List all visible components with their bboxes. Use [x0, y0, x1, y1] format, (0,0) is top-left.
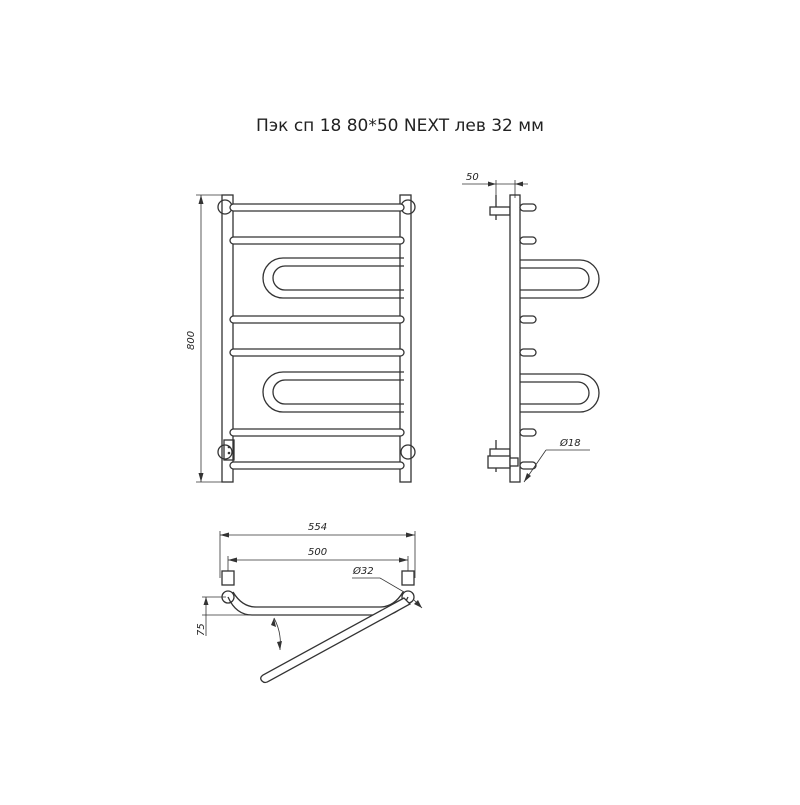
top-fitting-left	[221, 570, 235, 586]
u-loop-lower-inner	[272, 379, 404, 405]
side-view: 50 Ø18	[462, 172, 600, 483]
rung-5	[229, 428, 405, 437]
rung-6	[229, 461, 405, 470]
u-loop-upper-outer	[262, 257, 404, 299]
side-rung-1	[519, 203, 537, 212]
rung-2	[229, 236, 405, 245]
side-loop-lower-outer	[520, 373, 600, 413]
rung-3	[229, 315, 405, 324]
rung-4	[229, 348, 405, 357]
inlet-diameter-label: Ø32	[352, 565, 374, 577]
left-post	[221, 194, 234, 483]
side-rung-2	[519, 236, 537, 245]
u-loop-lower-outer	[262, 371, 404, 413]
heater-button-icon	[227, 451, 231, 455]
side-post	[509, 194, 521, 483]
offset-label: 75	[196, 623, 207, 636]
mount-bottom-left	[217, 444, 233, 460]
heater-led-icon	[227, 445, 231, 449]
drawing-title: Пэк сп 18 80*50 NEXT лев 32 мм	[256, 116, 544, 136]
mount-bottom-right	[400, 444, 416, 460]
side-rung-4	[519, 348, 537, 357]
side-rung-5	[519, 428, 537, 437]
side-loop-upper-inner	[520, 267, 590, 291]
axis-width-label: 500	[308, 547, 327, 558]
curved-rail-inner	[232, 591, 404, 608]
tube-diameter-label: Ø18	[559, 437, 581, 449]
side-rung-6	[519, 461, 537, 470]
side-bracket-top	[489, 206, 511, 216]
side-heater	[487, 455, 511, 469]
overall-width-label: 554	[308, 522, 327, 533]
top-view: 554 500 Ø32	[196, 522, 423, 684]
top-fitting-right	[401, 570, 415, 586]
swing-rung	[260, 597, 412, 684]
side-loop-upper-outer	[520, 259, 600, 299]
heater-control-box	[223, 439, 235, 461]
side-heater-nut	[509, 457, 519, 467]
front-view: 800	[186, 194, 416, 483]
side-rung-3	[519, 315, 537, 324]
inlet-diameter-leader	[379, 577, 405, 593]
u-loop-upper-inner	[272, 265, 404, 291]
side-loop-lower-inner	[520, 381, 590, 405]
right-post	[399, 194, 412, 483]
depth-label: 50	[466, 172, 479, 183]
height-label: 800	[186, 331, 197, 350]
rung-1	[229, 203, 405, 212]
